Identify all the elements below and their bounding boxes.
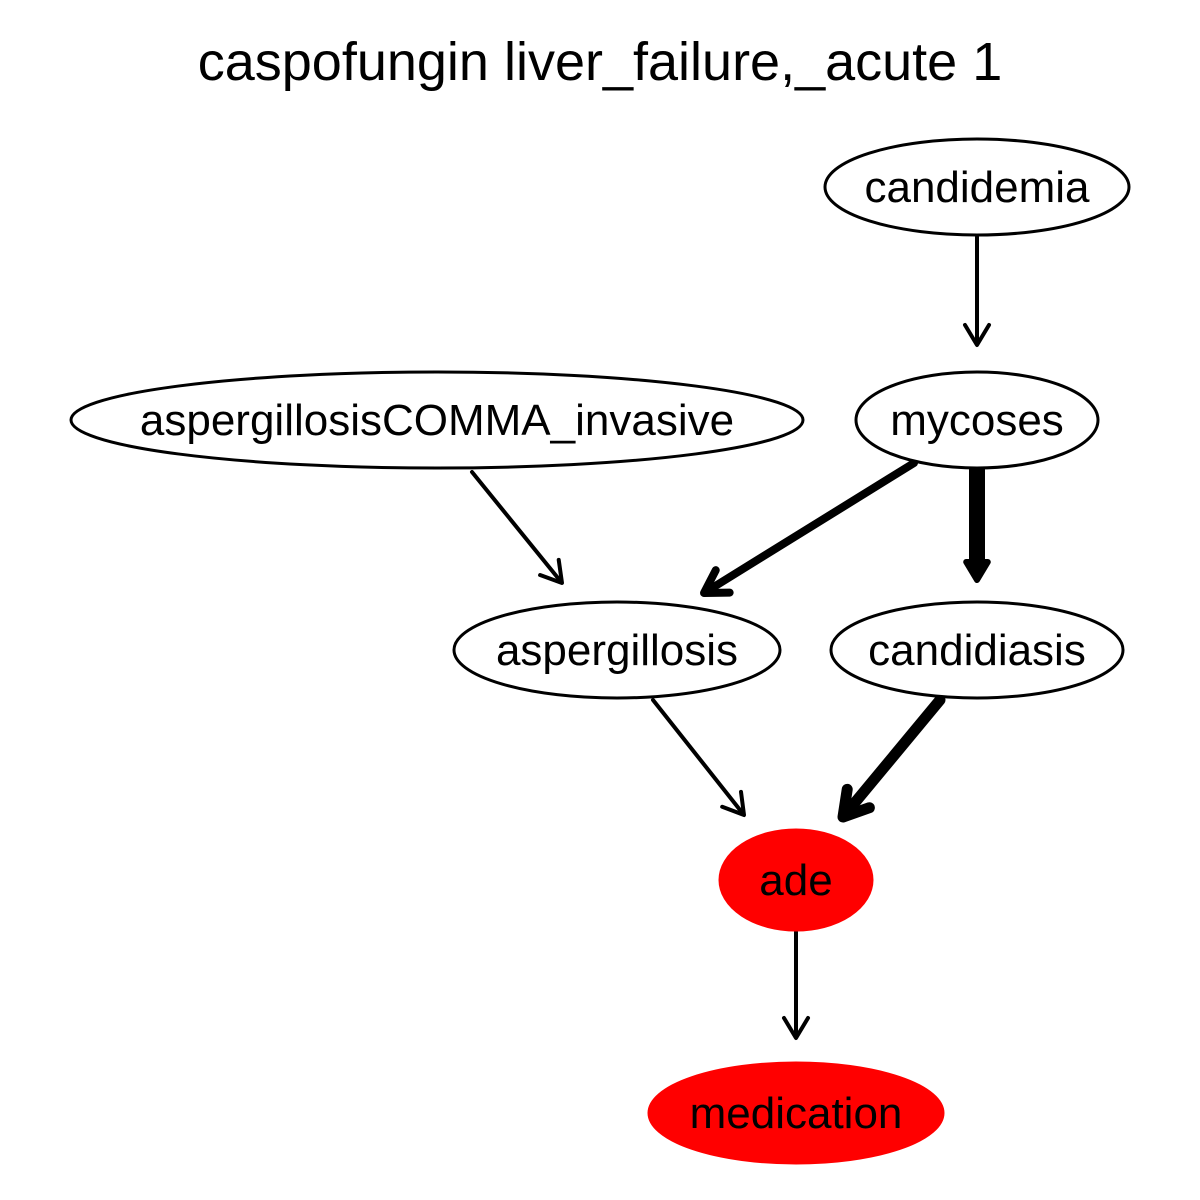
edge-line	[704, 459, 918, 595]
arrowhead	[538, 557, 564, 585]
edge-mycoses-to-aspergillosis	[700, 459, 918, 597]
edge-mycoses-to-candidiasis	[963, 462, 991, 583]
arrowhead	[700, 566, 734, 597]
node-label: candidemia	[864, 163, 1090, 212]
edge-aspergillosis-to-ade	[651, 698, 746, 817]
node-ellipse	[647, 1061, 945, 1165]
node-ade: ade	[718, 828, 874, 932]
node-ellipse	[452, 600, 782, 700]
node-aspergillosis: aspergillosis	[452, 600, 782, 700]
node-medication: medication	[647, 1061, 945, 1165]
edges-layer	[470, 235, 991, 1040]
node-ellipse	[829, 600, 1125, 700]
node-candidiasis: candidiasis	[829, 600, 1125, 700]
arrowhead	[782, 1016, 810, 1040]
edge-line	[841, 694, 946, 818]
graph-title: caspofungin liver_failure,_acute 1	[198, 32, 1003, 92]
edge-candidiasis-to-ade	[837, 694, 946, 823]
arrowhead	[837, 783, 875, 823]
node-mycoses: mycoses	[854, 370, 1100, 470]
edge-ade-to-medication	[782, 930, 810, 1040]
edge-aspergillosisCOMMA_invasive-to-aspergillosis	[470, 470, 564, 585]
arrowhead	[963, 323, 991, 347]
node-aspergillosiscomma_invasive: aspergillosisCOMMA_invasive	[69, 370, 805, 470]
arrowhead	[720, 789, 746, 817]
node-label: aspergillosisCOMMA_invasive	[140, 396, 734, 445]
node-candidemia: candidemia	[823, 137, 1131, 237]
node-label: candidiasis	[868, 626, 1086, 675]
arrowhead	[963, 559, 991, 583]
node-label: ade	[759, 856, 832, 905]
node-ellipse	[823, 137, 1131, 237]
node-ellipse	[718, 828, 874, 932]
nodes-layer: candidemia mycoses aspergillosisCOMMA_inva…	[69, 137, 1131, 1165]
node-label: aspergillosis	[496, 626, 738, 675]
edge-candidemia-to-mycoses	[963, 235, 991, 347]
node-ellipse	[69, 370, 805, 470]
edge-line	[470, 470, 563, 584]
node-label: medication	[690, 1089, 903, 1138]
edge-line	[651, 698, 745, 816]
node-ellipse	[854, 370, 1100, 470]
node-label: mycoses	[890, 396, 1064, 445]
